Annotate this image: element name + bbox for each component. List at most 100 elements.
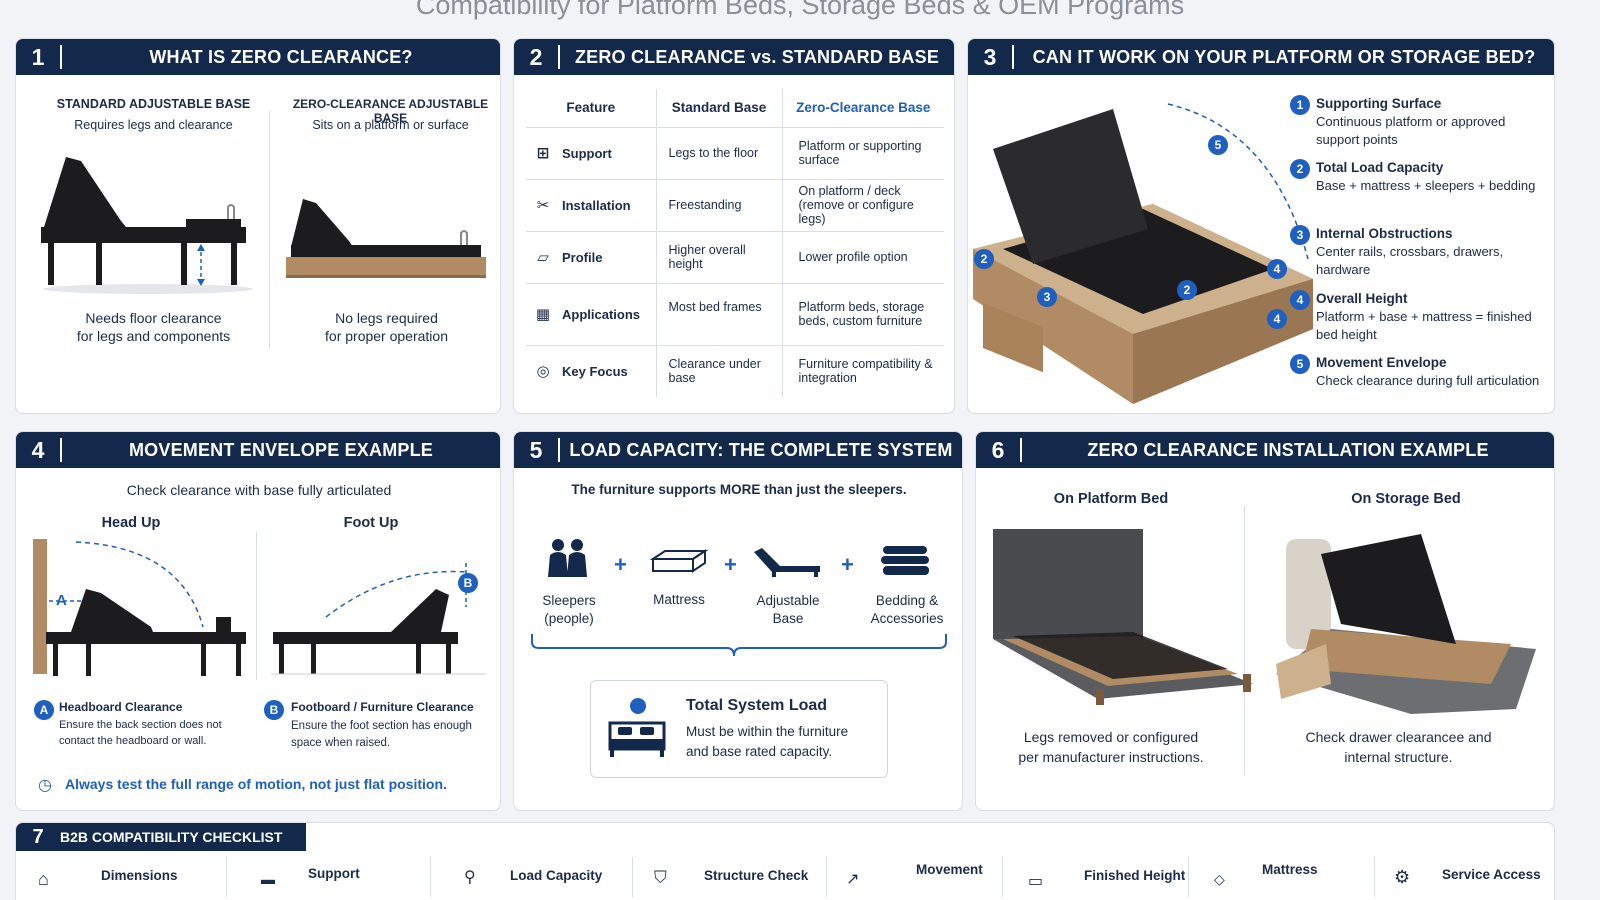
marker-4b: 4 [1267,309,1287,329]
item-label: Mattress [634,592,724,607]
divider [1188,857,1189,897]
platform-bed-title: On Platform Bed [1053,491,1169,507]
brace [531,634,947,657]
panel-number: 5 [514,438,560,462]
marker-2b: 2 [1177,280,1197,300]
step-title: Total Load Capacity [1316,160,1444,175]
panel-what-is-zero-clearance: 1 WHAT IS ZERO CLEARANCE? STANDARD ADJUS… [15,38,501,414]
weight-icon: ⚲ [464,869,476,886]
mattress-icon: ◇ [1214,871,1225,887]
caption-line: Needs floor clearance [85,310,222,326]
standard-cell: Clearance under base [656,345,783,397]
standard-base-subtitle: Requires legs and clearance [74,118,233,132]
head-up-label: Head Up [101,515,161,531]
table-row: ✂Installation Freestanding On platform /… [526,179,944,232]
platform-bed-illustration [993,529,1253,705]
standard-base-illustration [41,157,253,294]
feature-label: Applications [562,307,641,322]
panel-number: 3 [968,45,1014,69]
check-item: 3 Internal Obstructions Center rails, cr… [1290,225,1541,278]
feature-cell: ⊞ Support [526,127,657,180]
support-icon: ⊞ [536,145,550,162]
feature-label: Profile [562,250,603,265]
zero-cell: Platform or supporting surface [782,127,944,180]
step-number: 5 [1290,354,1310,374]
divider [1244,506,1245,776]
column-header: Standard Base [656,89,783,128]
feature-cell: ◎Key Focus [526,345,657,397]
panel-installation-example: 6 ZERO CLEARANCE INSTALLATION EXAMPLE On… [975,431,1555,811]
step-text: Base + mattress + sleepers + bedding [1316,178,1536,194]
people-icon [548,539,587,577]
tip-text: Always test the full range of motion, no… [65,776,447,792]
checklist-item: Movement [916,862,983,877]
step-title: Supporting Surface [1316,96,1442,111]
step-number: 2 [1290,159,1310,179]
footboard-clearance-title: Footboard / Furniture Clearance [291,700,474,714]
label-line: Base [772,611,804,627]
panel-number: 4 [16,438,62,462]
label-line: Sleepers [542,593,596,608]
caption-line: Legs removed or configured [1023,729,1199,745]
panel-title: WHAT IS ZERO CLEARANCE? [149,46,413,67]
step-title: Overall Height [1316,291,1408,306]
zero-base-illustration [286,199,486,278]
divider [269,111,270,349]
height-icon: ▭ [1028,873,1044,890]
text-line: Must be within the furniture [686,724,849,739]
plus-sign: + [614,552,627,577]
marker-3: 3 [1037,287,1057,307]
panel-movement-envelope: 4 MOVEMENT ENVELOPE EXAMPLE Check cleara… [15,431,501,811]
divider [256,532,257,680]
checklist-item: Finished Height [1084,868,1186,883]
target-icon: ◎ [536,363,550,381]
storage-bed-caption: Check drawer clearancee and internal str… [1276,728,1521,767]
step-number: 1 [1290,95,1310,115]
caption-line: internal structure. [1344,748,1453,765]
panel-title: CAN IT WORK ON YOUR PLATFORM OR STORAGE … [1032,46,1536,67]
storage-bed-illustration [1276,534,1536,714]
standard-cell: Most bed frames [656,283,783,346]
comparison-table: Feature Standard Base Zero-Clearance Bas… [526,89,944,397]
item-label: Sleepers(people) [524,592,614,628]
caption-line: for proper operation [325,328,448,345]
foot-up-illustration [271,563,486,675]
checklist-item: Structure Check [704,868,809,883]
feature-label: Support [562,146,612,161]
caption-line: No legs required [335,310,438,326]
standard-base-caption: Needs floor clearance for legs and compo… [26,309,281,345]
check-item: 4 Overall Height Platform + base + mattr… [1290,290,1541,343]
panel-title: B2B COMPATIBILITY CHECKLIST [60,829,283,845]
dimensions-icon: ⌂ [38,869,49,889]
plus-sign: + [841,552,854,577]
column-header: Feature [526,89,657,128]
table-header-row: Feature Standard Base Zero-Clearance Bas… [526,89,944,128]
panel-title: ZERO CLEARANCE vs. STANDARD BASE [574,46,940,67]
zero-base-title: ZERO-CLEARANCE ADJUSTABLE BASE [292,97,489,125]
checklist-item: Service Access [1442,867,1541,882]
bed-load-icon [608,698,666,757]
panel-b2b-checklist: 7 B2B COMPATIBILITY CHECKLIST ⌂ Dimensio… [15,822,1555,900]
panel-number: 2 [514,45,560,69]
panel-header: 2 ZERO CLEARANCE vs. STANDARD BASE [514,39,954,75]
tools-icon: ✂ [536,197,550,214]
label-line: Accessories [870,611,944,627]
step-text: Check clearance during full articulation [1316,373,1540,389]
zero-cell: Furniture compatibility & integration [798,357,933,386]
total-load-text: Must be within the furniture and base ra… [686,722,848,763]
panel-header: 1 WHAT IS ZERO CLEARANCE? [16,39,500,75]
table-row: ◎Key Focus Clearance under base Furnitur… [526,345,944,397]
checklist-item: Dimensions [101,868,178,883]
panel-header: 4 MOVEMENT ENVELOPE EXAMPLE [16,432,500,468]
service-icon: ⚙ [1394,867,1411,887]
label-a: A [56,592,67,609]
panel-subtitle: The furniture supports MORE than just th… [571,482,907,497]
panel-number: 7 [32,825,44,848]
panel-number: 1 [16,45,62,69]
storage-bed-title: On Storage Bed [1351,491,1461,507]
total-load-title: Total System Load [686,697,828,714]
feature-label: Installation [562,198,631,213]
divider [226,857,227,897]
checklist-item: Support [308,866,360,881]
